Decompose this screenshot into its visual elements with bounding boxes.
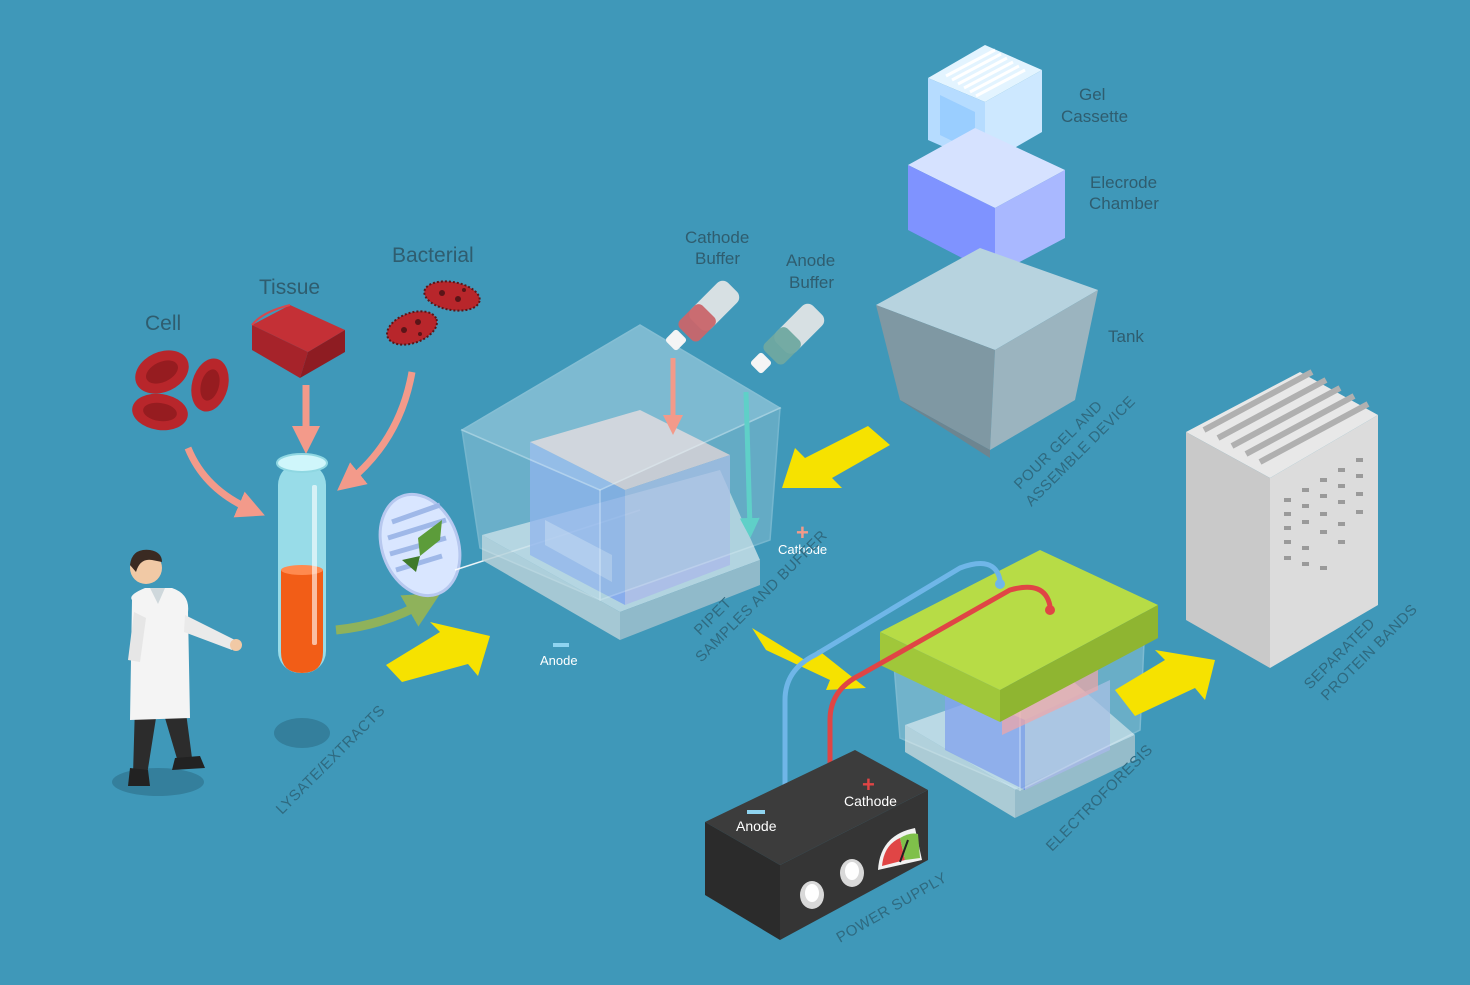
bacterial-label: Bacterial [392, 244, 474, 267]
gel-cassette-label: Gel Cassette [1061, 85, 1128, 126]
cell-to-tube-arrow [188, 448, 252, 510]
electrode-chamber-line-1: Elecrode [1090, 173, 1157, 192]
bacterial-to-tube-arrow [348, 372, 412, 482]
gel-cassette-line-2: Cassette [1061, 107, 1128, 126]
device-to-pipet-arrow [782, 426, 890, 488]
anode-buffer-label: Anode Buffer [786, 251, 840, 292]
tube-to-lens-arrow [336, 602, 425, 630]
scientist-figure [112, 550, 242, 796]
pipet-minus-sign [553, 643, 569, 647]
cathode-buffer-label: Cathode Buffer [685, 228, 754, 268]
test-tube-icon [274, 454, 330, 748]
electrode-chamber-label: Elecrode Chamber [1089, 173, 1162, 213]
separated-protein-bands-block [1186, 372, 1378, 668]
power-cathode-label: Cathode [844, 793, 897, 809]
tissue-sample: Tissue [252, 276, 345, 378]
tank-label: Tank [1108, 327, 1144, 346]
anode-buffer-bottle-icon [750, 300, 828, 374]
cathode-buffer-bottle-icon [665, 277, 743, 351]
cathode-buffer-line-1: Cathode [685, 228, 749, 247]
gel-cassette-line-1: Gel [1079, 85, 1105, 104]
cathode-buffer-line-2: Buffer [695, 249, 740, 268]
electrode-chamber-line-2: Chamber [1089, 194, 1159, 213]
pipet-anode-label: Anode [540, 653, 578, 668]
anode-buffer-line-2: Buffer [789, 273, 834, 292]
tissue-label: Tissue [259, 276, 320, 299]
cell-label: Cell [145, 312, 181, 335]
anode-buffer-line-1: Anode [786, 251, 835, 270]
pipet-apparatus [462, 325, 780, 640]
to-pipet-step-arrow [386, 622, 490, 682]
bacterial-sample: Bacterial [382, 244, 482, 351]
power-minus-sign [747, 810, 765, 814]
power-anode-label: Anode [736, 818, 777, 834]
cell-sample: Cell [128, 312, 234, 434]
lysate-step-label: LYSATE/EXTRACTS [273, 702, 389, 818]
